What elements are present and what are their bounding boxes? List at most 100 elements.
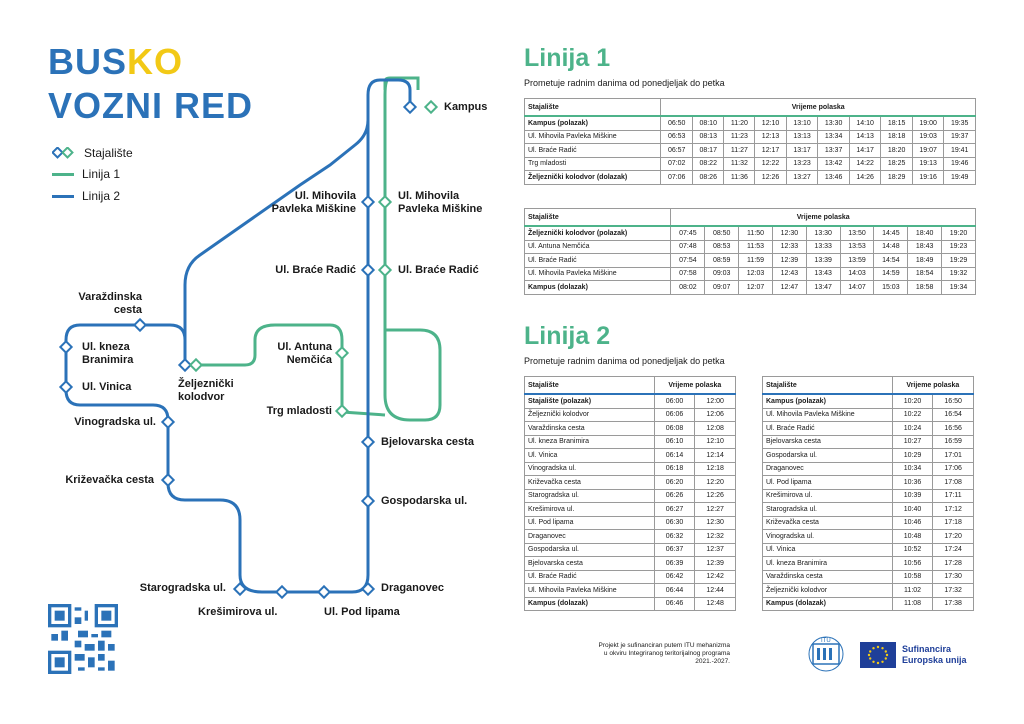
header-times: Vrijeme polaska <box>670 208 976 227</box>
departure-time-cell: 08:50 <box>704 225 740 241</box>
departure-time-cell: 12:17 <box>754 143 787 158</box>
departure-time-cell: 13:13 <box>785 129 819 144</box>
map-label-mihovila-left: Ul. Mihovila Pavleka Miškine <box>271 190 356 215</box>
departure-time-cell: 12:27 <box>694 502 736 517</box>
departure-time-cell: 06:30 <box>653 515 696 530</box>
stop-kampus-a <box>402 99 418 115</box>
departure-time-cell: 19:34 <box>941 280 976 295</box>
departure-time-cell: 10:39 <box>891 488 934 503</box>
departure-time-cell: 12:48 <box>694 596 736 611</box>
map-label-radic-left: Ul. Braće Radić <box>275 264 356 276</box>
departure-time-cell: 12:13 <box>754 129 787 144</box>
map-label-mihovila-right: Ul. Mihovila Pavleka Miškine <box>398 190 483 215</box>
map-label-antuna: Ul. Antuna Nemčića <box>277 341 332 366</box>
map-label-draganovec: Draganovec <box>381 582 444 594</box>
departure-time-cell: 13:23 <box>785 156 819 171</box>
departure-time-cell: 14:22 <box>848 156 882 171</box>
departure-time-cell: 12:37 <box>694 542 736 557</box>
map-label-trg: Trg mladosti <box>266 405 332 417</box>
departure-time-cell: 10:40 <box>891 502 934 517</box>
logo-title: BUSKO <box>48 44 183 80</box>
stop-name-cell: Ul. kneza Branimira <box>524 434 655 449</box>
stop-name-cell: Ul. kneza Branimira <box>762 556 893 571</box>
stop-name-cell: Draganovec <box>762 461 893 476</box>
departure-time-cell: 14:17 <box>848 143 882 158</box>
departure-time-cell: 14:54 <box>873 253 909 268</box>
departure-time-cell: 07:58 <box>670 266 706 281</box>
departure-time-cell: 06:14 <box>653 448 696 463</box>
stop-name-cell: Željeznički kolodvor <box>524 407 655 422</box>
departure-time-cell: 19:16 <box>911 170 945 185</box>
stop-gospodarska <box>360 493 376 509</box>
stop-name-cell: Ul. Braće Radić <box>523 253 672 268</box>
header-times: Vrijeme polaska <box>653 376 737 395</box>
departure-time-cell: 12:20 <box>694 475 736 490</box>
stop-name-cell: Starogradska ul. <box>524 488 655 503</box>
legend-stop: Stajalište <box>52 146 133 160</box>
departure-time-cell: 19:41 <box>943 143 976 158</box>
stop-name-cell: Starogradska ul. <box>762 502 893 517</box>
departure-time-cell: 17:12 <box>932 502 974 517</box>
departure-time-cell: 10:34 <box>891 461 934 476</box>
linija1-title: Linija 1 <box>524 44 611 72</box>
departure-time-cell: 11:08 <box>891 596 934 611</box>
linija2-table-return: Stajalište Vrijeme polaska Kampus (polaz… <box>762 376 975 611</box>
departure-time-cell: 17:32 <box>932 583 974 598</box>
stop-name-cell: Kampus (polazak) <box>523 115 662 131</box>
departure-time-cell: 14:10 <box>848 115 882 131</box>
departure-time-cell: 12:18 <box>694 461 736 476</box>
departure-time-cell: 11:50 <box>738 225 773 241</box>
departure-time-cell: 18:43 <box>907 239 943 254</box>
departure-time-cell: 07:02 <box>660 156 693 171</box>
departure-time-cell: 11:02 <box>891 583 934 598</box>
stop-name-cell: Gospodarska ul. <box>524 542 655 557</box>
stop-name-cell: Ul. Braće Radić <box>524 569 655 584</box>
eu-cofinancing-label: Sufinancira Europska unija <box>902 644 967 665</box>
stop-name-cell: Ul. Pod lipama <box>524 515 655 530</box>
departure-time-cell: 10:46 <box>891 515 934 530</box>
departure-time-cell: 06:26 <box>653 488 696 503</box>
map-label-starogradska: Starogradska ul. <box>139 582 226 594</box>
departure-time-cell: 17:06 <box>932 461 974 476</box>
departure-time-cell: 19:00 <box>911 115 945 131</box>
stop-name-cell: Krešimirova ul. <box>524 502 655 517</box>
departure-time-cell: 07:06 <box>660 170 693 185</box>
stop-name-cell: Kampus (dolazak) <box>523 280 672 295</box>
departure-time-cell: 11:53 <box>738 239 773 254</box>
departure-time-cell: 18:29 <box>880 170 913 185</box>
map-label-gospodarska: Gospodarska ul. <box>381 495 468 507</box>
stop-name-cell: Ul. Braće Radić <box>523 143 662 158</box>
departure-time-cell: 19:49 <box>943 170 976 185</box>
header-stop: Stajalište <box>523 98 662 117</box>
departure-time-cell: 13:47 <box>805 280 841 295</box>
stop-kneza <box>58 339 74 355</box>
departure-time-cell: 14:13 <box>848 129 882 144</box>
stop-name-cell: Ul. Antuna Nemčića <box>523 239 672 254</box>
stop-name-cell: Kampus (polazak) <box>762 393 893 409</box>
departure-time-cell: 06:18 <box>653 461 696 476</box>
departure-time-cell: 19:35 <box>943 115 976 131</box>
map-label-krizevacka: Križevačka cesta <box>65 474 154 486</box>
departure-time-cell: 18:49 <box>907 253 943 268</box>
departure-time-cell: 08:10 <box>691 115 725 131</box>
departure-time-cell: 13:39 <box>805 253 841 268</box>
stop-name-cell: Kampus (dolazak) <box>762 596 893 611</box>
stop-draganovec <box>360 581 376 597</box>
departure-time-cell: 19:29 <box>941 253 976 268</box>
map-label-radic-right: Ul. Braće Radić <box>398 264 479 276</box>
stop-zeljeznicki-a <box>177 357 193 373</box>
stop-name-cell: Ul. Mihovila Pavleka Miškine <box>523 266 672 281</box>
